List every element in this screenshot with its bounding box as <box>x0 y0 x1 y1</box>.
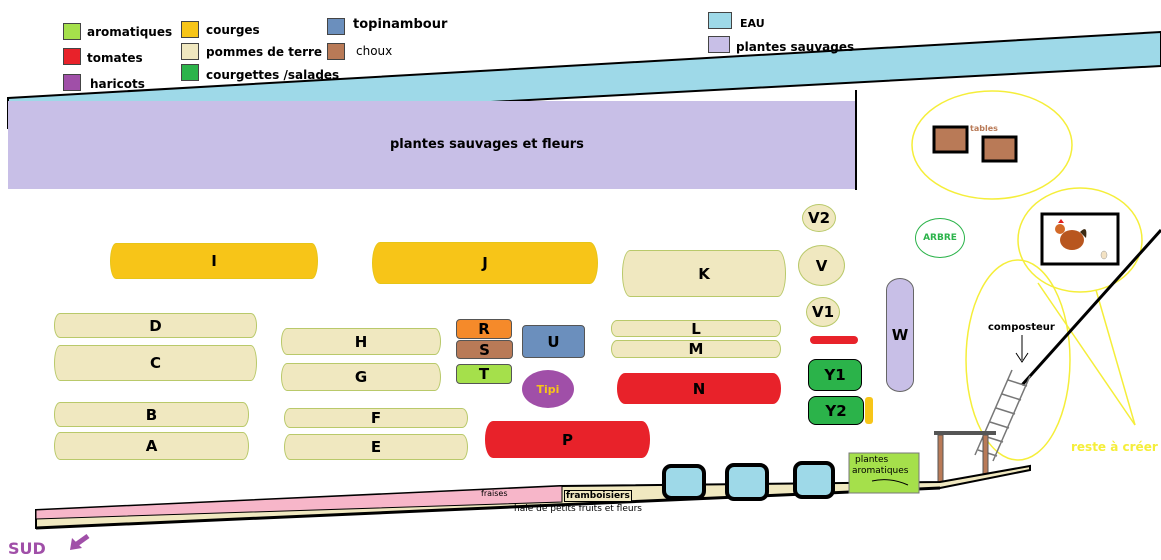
legend-swatch-tomates <box>63 48 81 65</box>
bed-D: D <box>54 313 257 338</box>
legend-swatch-pommes <box>181 43 199 60</box>
bed-Y1: Y1 <box>808 359 862 391</box>
table-1 <box>932 125 969 154</box>
table-2 <box>981 135 1018 163</box>
wild-plants-strip <box>8 101 856 189</box>
legend-choux: choux <box>356 44 393 58</box>
egg <box>1100 250 1108 260</box>
aromatic-label-1: plantes <box>855 455 889 465</box>
small-tomato-row <box>810 336 858 344</box>
bed-N: N <box>617 373 781 404</box>
legend-swatch-eau <box>708 12 732 29</box>
bed-R: R <box>456 319 512 339</box>
legend-pommes: pommes de terre <box>206 45 323 59</box>
compost-ladder <box>974 369 1031 462</box>
legend-tomates: tomates <box>87 51 143 65</box>
legend-swatch-courges <box>181 21 199 38</box>
legend-swatch-sauvages <box>708 36 730 53</box>
aromatic-box <box>848 452 920 494</box>
tree-label: ARBRE <box>923 233 957 243</box>
bed-Y2: Y2 <box>808 396 864 425</box>
bed-B: B <box>54 402 249 427</box>
bed-K: K <box>622 250 786 297</box>
haie-label: haie de petits fruits et fleurs <box>514 504 642 514</box>
bed-V2: V2 <box>802 204 836 232</box>
chicken-head <box>1055 224 1065 234</box>
bench-leg-right <box>982 434 989 480</box>
legend-courges: courges <box>206 23 260 37</box>
tree-circle: ARBRE <box>915 218 965 258</box>
chicken-body <box>1060 230 1084 250</box>
bed-W: W <box>886 278 914 392</box>
boundary-line <box>1020 228 1161 387</box>
bed-C: C <box>54 345 257 381</box>
bed-H: H <box>281 328 441 355</box>
aromatic-arrow <box>871 479 909 486</box>
bed-G: G <box>281 363 441 391</box>
legend-aromatiques: aromatiques <box>87 25 173 39</box>
strawberry-strip <box>35 485 563 520</box>
legend-courgettes: courgettes /salades <box>206 68 340 82</box>
aromatic-label-2: aromatiques <box>852 466 909 476</box>
composteur-label: composteur <box>988 322 1055 333</box>
compost-ellipse <box>965 259 1071 461</box>
reste-pointer-1 <box>1037 282 1136 426</box>
bed-T: T <box>456 364 512 384</box>
legend-eau: EAU <box>740 17 765 30</box>
bed-I: I <box>110 243 318 279</box>
south-label: SUD <box>8 539 46 558</box>
chicken-comb <box>1058 219 1064 223</box>
reste-label: reste à créer <box>1071 440 1158 454</box>
bed-F: F <box>284 408 468 428</box>
tables-label: tables <box>970 124 998 133</box>
bed-V1: V1 <box>806 297 840 327</box>
fraises-label: fraises <box>481 489 508 498</box>
bed-A: A <box>54 432 249 460</box>
bed-V: V <box>798 245 845 286</box>
legend-haricots: haricots <box>90 77 145 91</box>
bed-S: S <box>456 340 513 359</box>
chicken-tail <box>1080 229 1087 238</box>
framboisiers-label: framboisiers <box>564 490 632 502</box>
chicken-ellipse <box>1017 187 1143 293</box>
bed-L: L <box>611 320 781 338</box>
water-tank-1 <box>662 464 706 500</box>
compost-arrow <box>1015 335 1029 363</box>
legend-swatch-haricots <box>63 74 81 91</box>
bench-top <box>934 431 996 435</box>
legend-swatch-aromatiques <box>63 23 81 40</box>
bed-J: J <box>372 242 598 284</box>
hedge-border <box>35 486 941 530</box>
legend-swatch-courgettes <box>181 64 199 81</box>
legend-swatch-choux <box>327 43 345 60</box>
water-tank-3 <box>793 461 835 499</box>
legend-swatch-topinambour <box>327 18 345 35</box>
legend-topinambour: topinambour <box>353 17 448 32</box>
bed-M: M <box>611 340 781 358</box>
south-arrow-head <box>70 538 82 550</box>
bed-U: U <box>522 325 585 358</box>
bench-leg-left <box>937 434 944 484</box>
bed-E: E <box>284 434 468 460</box>
bed-P: P <box>485 421 650 458</box>
tipi: Tipi <box>522 370 574 408</box>
legend-sauvages: plantes sauvages <box>736 40 855 54</box>
wild-strip-label: plantes sauvages et fleurs <box>390 137 584 152</box>
water-tank-2 <box>725 463 769 501</box>
tables-ellipse <box>911 90 1073 200</box>
small-squash-row <box>865 397 873 424</box>
reste-pointer-2 <box>1095 289 1136 426</box>
